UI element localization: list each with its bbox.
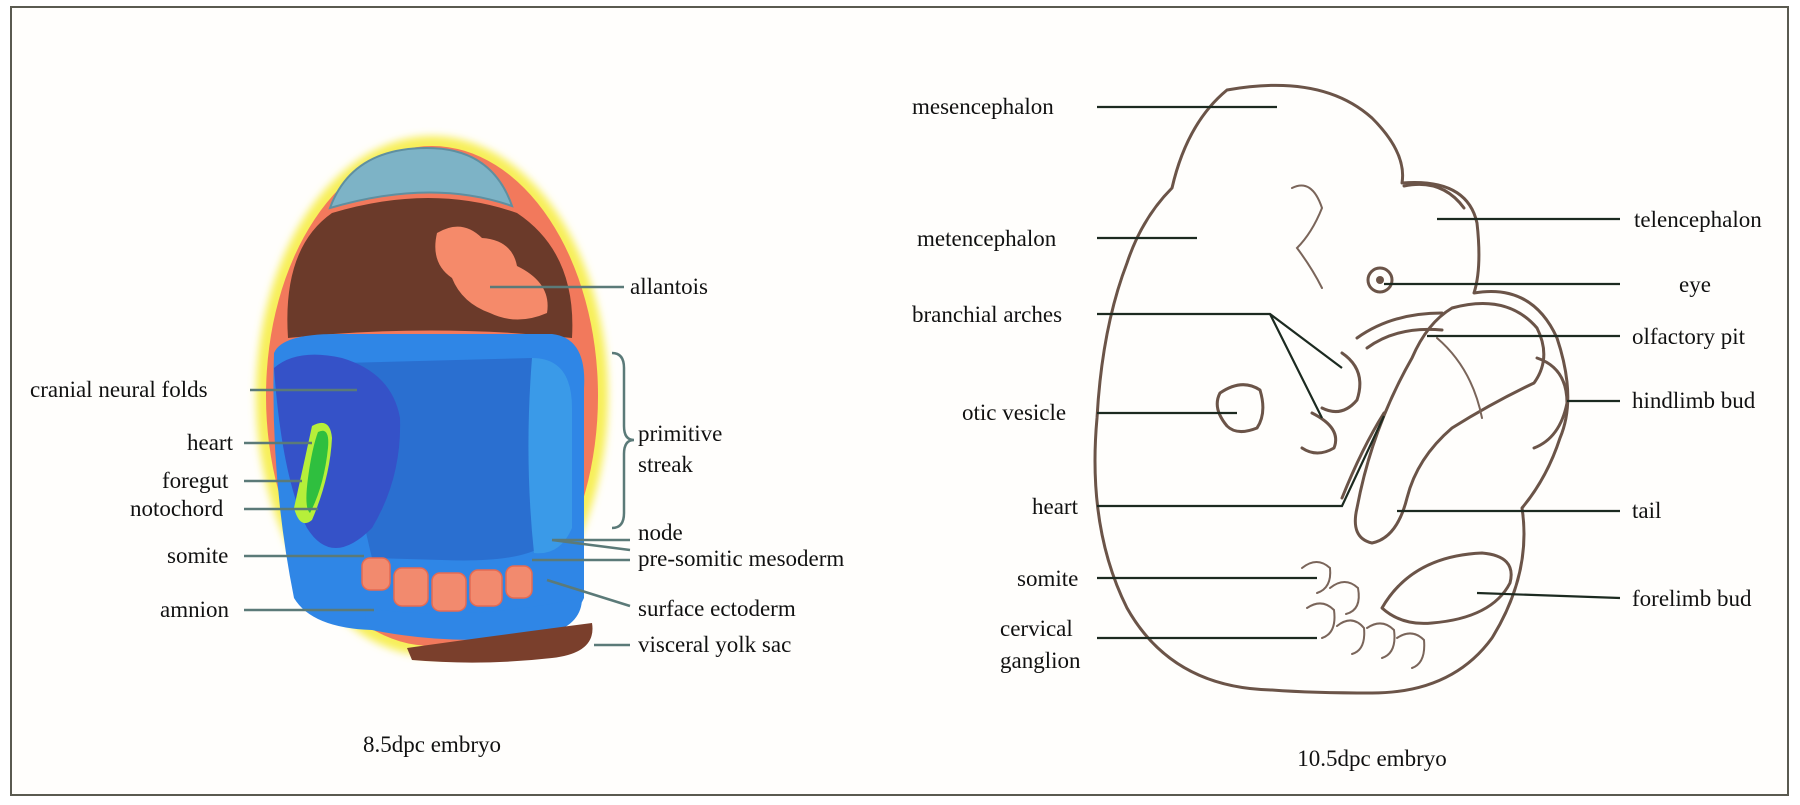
- olfactory-pit-inner: [1367, 329, 1442, 348]
- label-somite-left: somite: [167, 543, 228, 568]
- label-forelimb-bud: forelimb bud: [1632, 586, 1752, 611]
- label-tail: tail: [1632, 498, 1661, 523]
- label-node: node: [638, 520, 683, 545]
- somite-segment: [1337, 620, 1364, 654]
- caption-8-5dpc: 8.5dpc embryo: [363, 732, 501, 757]
- somite-block: [362, 558, 390, 590]
- somite-segment: [1307, 603, 1335, 638]
- somite-segment: [1367, 623, 1395, 658]
- label-hindlimb-bud: hindlimb bud: [1632, 388, 1756, 413]
- somite-block: [470, 570, 502, 606]
- label-ganglion: ganglion: [1000, 648, 1081, 673]
- branchial-arch-1: [1322, 353, 1360, 412]
- somite-segment: [1397, 633, 1424, 668]
- telencephalon-contour: [1404, 184, 1464, 208]
- leader-branchial-arches: [1097, 314, 1342, 418]
- right-labels: mesencephalon metencephalon branchial ar…: [912, 94, 1762, 771]
- label-visceral-yolk-sac: visceral yolk sac: [638, 632, 791, 657]
- label-surface-ectoderm: surface ectoderm: [638, 596, 796, 621]
- label-metencephalon: metencephalon: [917, 226, 1057, 251]
- brain-contour: [1292, 186, 1322, 289]
- label-mesencephalon: mesencephalon: [912, 94, 1054, 119]
- label-heart-left: heart: [187, 430, 234, 455]
- eye-pupil: [1376, 276, 1384, 284]
- label-foregut: foregut: [162, 468, 229, 493]
- label-cranial-neural-folds: cranial neural folds: [30, 377, 208, 402]
- label-cervical: cervical: [1000, 616, 1073, 641]
- label-streak: streak: [638, 452, 693, 477]
- label-allantois: allantois: [630, 274, 708, 299]
- embryo-diagram: allantois cranial neural folds heart for…: [12, 8, 1791, 798]
- label-telencephalon: telencephalon: [1634, 207, 1762, 232]
- forelimb-bud-shape: [1382, 553, 1511, 623]
- label-notochord: notochord: [130, 496, 224, 521]
- label-otic-vesicle: otic vesicle: [962, 400, 1066, 425]
- label-branchial-arches: branchial arches: [912, 302, 1062, 327]
- otic-vesicle-shape: [1217, 385, 1263, 432]
- label-primitive: primitive: [638, 421, 722, 446]
- primitive-streak-band: [528, 358, 572, 553]
- limb-contour: [1437, 338, 1482, 418]
- label-pre-somitic-mesoderm: pre-somitic mesoderm: [638, 546, 844, 571]
- somite-block: [432, 573, 466, 611]
- caption-10-5dpc: 10.5dpc embryo: [1297, 746, 1446, 771]
- figure-frame: allantois cranial neural folds heart for…: [10, 6, 1789, 796]
- label-amnion: amnion: [160, 597, 229, 622]
- somite-block: [506, 566, 532, 598]
- leader-heart-right: [1097, 416, 1384, 506]
- embryo-10-5dpc-illustration: [1095, 85, 1568, 693]
- label-olfactory-pit: olfactory pit: [1632, 324, 1746, 349]
- label-somite-right: somite: [1017, 566, 1078, 591]
- branchial-arch-2: [1302, 413, 1336, 453]
- primitive-streak-brace: [612, 353, 634, 528]
- label-eye: eye: [1679, 272, 1711, 297]
- somite-block: [394, 568, 428, 606]
- label-heart-right: heart: [1032, 494, 1079, 519]
